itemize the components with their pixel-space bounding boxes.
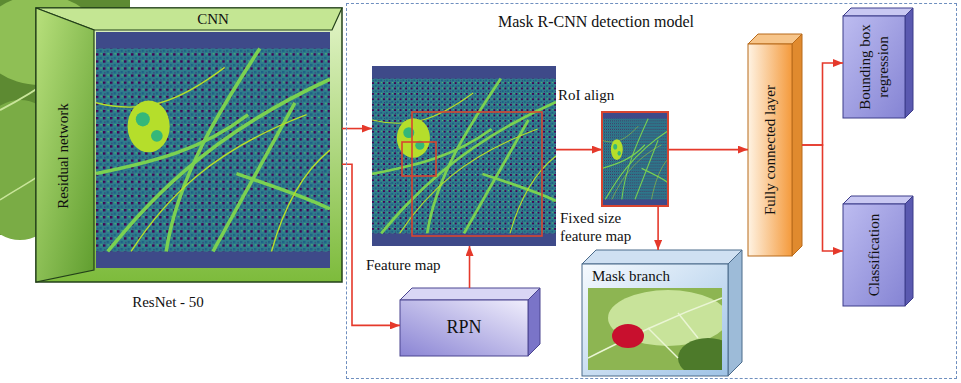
- resnet-box-art: [36, 8, 342, 282]
- resnet-box: CNNResidual networkResNet - 50: [36, 8, 342, 282]
- text-slot: ResNet - 50: [132, 293, 204, 311]
- arrow-connector: [342, 128, 372, 130]
- mask-branch-art: [588, 288, 738, 378]
- model-region: Feature mapRoI alignFixed size feature m…: [346, 3, 957, 379]
- text-slot: Feature map: [366, 256, 441, 274]
- vertical-label: Classification: [865, 207, 883, 303]
- text-slot: Fixed size feature map: [560, 209, 646, 245]
- feature-map-image: [372, 66, 556, 246]
- fc-layer-art: [792, 34, 802, 256]
- output-box-art: [843, 8, 913, 118]
- rpn-box: RPN: [400, 288, 540, 356]
- output-box-art: [905, 8, 913, 118]
- mask-branch-art: [582, 250, 742, 264]
- output-box-art: [843, 8, 913, 16]
- resnet-box-art: [36, 8, 94, 282]
- output-box: Classification: [843, 196, 913, 306]
- feature-map: Feature map: [372, 66, 556, 246]
- resnet-box-art: [96, 32, 330, 268]
- text-slot: Residual network: [54, 56, 72, 256]
- text-slot: RoI align: [558, 86, 614, 104]
- feature-map-image: [402, 142, 436, 176]
- arrow-connector: [556, 149, 602, 151]
- resnet-box-art: [36, 8, 342, 282]
- output-box-art: [905, 196, 913, 306]
- rpn-box-art: [400, 288, 540, 300]
- arrow-connector: [657, 206, 659, 250]
- arrow-connector: [802, 145, 843, 251]
- text-slot: RPN: [446, 317, 481, 339]
- roi-crop-image: [602, 112, 668, 206]
- text-slot: Fully connected layer: [761, 50, 779, 250]
- output-box-art: [843, 16, 905, 118]
- node-label: RoI align: [558, 86, 614, 104]
- rpn-box-art: [400, 288, 540, 356]
- text-slot: Bounding box regression: [856, 19, 892, 115]
- mask-branch-box: Mask branch: [582, 250, 742, 376]
- vertical-label: Residual network: [54, 56, 72, 256]
- text-slot: CNN: [197, 10, 229, 28]
- text-slot: Classification: [865, 207, 883, 303]
- output-box: Bounding box regression: [843, 8, 913, 118]
- mask-branch-art: [728, 250, 742, 376]
- fc-layer-box: Fully connected layer: [748, 34, 802, 256]
- roi-crop-image: [602, 112, 668, 206]
- fc-layer-art: [748, 34, 802, 256]
- node-label: Mask R-CNN detection model: [498, 12, 694, 31]
- arrow-connector: [668, 149, 748, 151]
- feature-map-image: [412, 112, 542, 236]
- feature-map-image: [372, 66, 556, 246]
- node-label: Fixed size feature map: [560, 209, 646, 245]
- roi-crop-image: [602, 112, 668, 206]
- output-box-art: [843, 204, 905, 306]
- rpn-box-art: [528, 288, 540, 356]
- roi-align-map: RoI alignFixed size feature map: [602, 112, 668, 206]
- arrow-connector: [469, 246, 471, 288]
- node-label: Mask branch: [592, 267, 670, 285]
- output-box-art: [843, 196, 913, 204]
- node-label: ResNet - 50: [132, 293, 204, 311]
- fc-layer-art: [748, 44, 792, 256]
- rpn-box-art: [400, 300, 528, 356]
- node-label: Feature map: [366, 256, 441, 274]
- arrow-connector: [802, 63, 843, 145]
- node-label: RPN: [446, 317, 481, 339]
- output-box-art: [843, 196, 913, 306]
- vertical-label: Bounding box regression: [856, 19, 892, 115]
- node-label: CNN: [197, 10, 229, 28]
- arrow-connector: [342, 164, 400, 325]
- vertical-label: Fully connected layer: [761, 50, 779, 250]
- mask-branch-art: [582, 250, 742, 378]
- text-slot: Mask R-CNN detection model: [498, 12, 694, 31]
- text-slot: Mask branch: [592, 267, 670, 285]
